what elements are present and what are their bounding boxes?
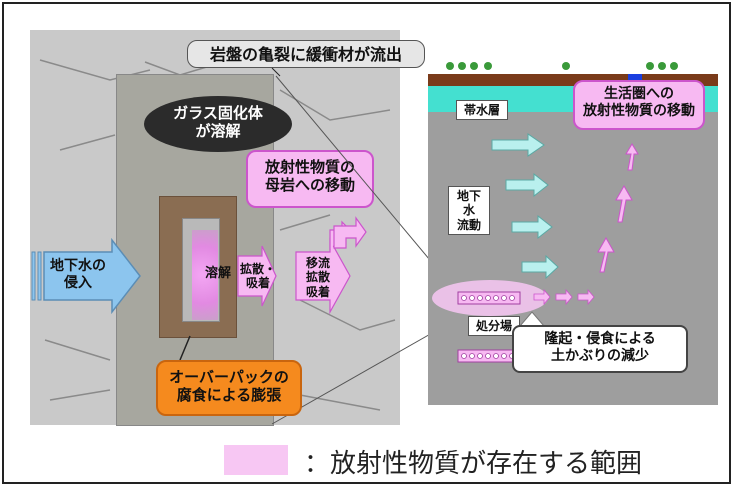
inflow-line2: 侵入 [64,274,92,291]
groundwater-inflow-label: 地下水の 侵入 [40,258,116,292]
glass-dissolve-line1: ガラス固化体 [173,104,263,122]
flow-line1: 地下水 [456,189,481,218]
migration-line2: 母岩への移動 [264,176,355,194]
radioactive-zone [192,230,218,320]
groundwater-flow-label: 地下水 流動 [448,186,490,236]
inflow-line1: 地下水の [50,258,106,274]
advection-line2: 拡散 [305,270,330,285]
diffusion-line1: 拡散・ [240,262,277,276]
dissolution-label: 溶解 [204,266,231,281]
flow-arrow [505,172,549,198]
flow-arrow [511,214,553,240]
migration-line1: 放射性物質の [264,158,355,176]
overpack-line2: 腐食による膨張 [176,386,282,404]
flow-arrow [521,254,559,280]
flow-arrow [491,133,545,157]
overpack-corrosion-callout: オーバーパックの 腐食による膨張 [156,360,302,416]
glass-dissolve-callout: ガラス固化体 が溶解 [144,96,292,152]
legend-swatch [224,445,288,475]
diffusion-line2: 吸着 [245,276,270,291]
groundwater-arrow [31,237,141,315]
crack-outflow-callout: 岩盤の亀裂に緩衝材が流出 [187,40,425,68]
dissolve-arrow [237,245,277,307]
advection-line3: 吸着 [305,284,330,299]
aquifer-label: 帯水層 [456,100,508,121]
diffusion-sorption-label: 拡散・ 吸着 [240,262,276,291]
advection-line1: 移流 [305,256,330,270]
disposal-site-label: 処分場 [468,316,520,337]
glass-dissolve-line2: が溶解 [195,122,241,140]
uplift-erosion-callout: 隆起・侵食による 土かぶりの減少 [512,325,688,373]
host-rock-migration-callout: 放射性物質の 母岩への移動 [246,150,374,208]
uplift-line1: 隆起・侵食による [544,331,656,347]
biosphere-line1: 生活圏への [604,86,674,102]
biosphere-migration-callout: 生活圏への 放射性物質の移動 [573,80,705,130]
advection-label: 移流 拡散 吸着 [298,256,338,299]
flow-line2: 流動 [456,217,481,232]
legend-label: ：放射性物質が存在する範囲 [304,449,643,479]
biosphere-line2: 放射性物質の移動 [583,102,695,119]
uplift-line2: 土かぶりの減少 [551,347,649,364]
overpack-line1: オーバーパックの [169,368,289,386]
